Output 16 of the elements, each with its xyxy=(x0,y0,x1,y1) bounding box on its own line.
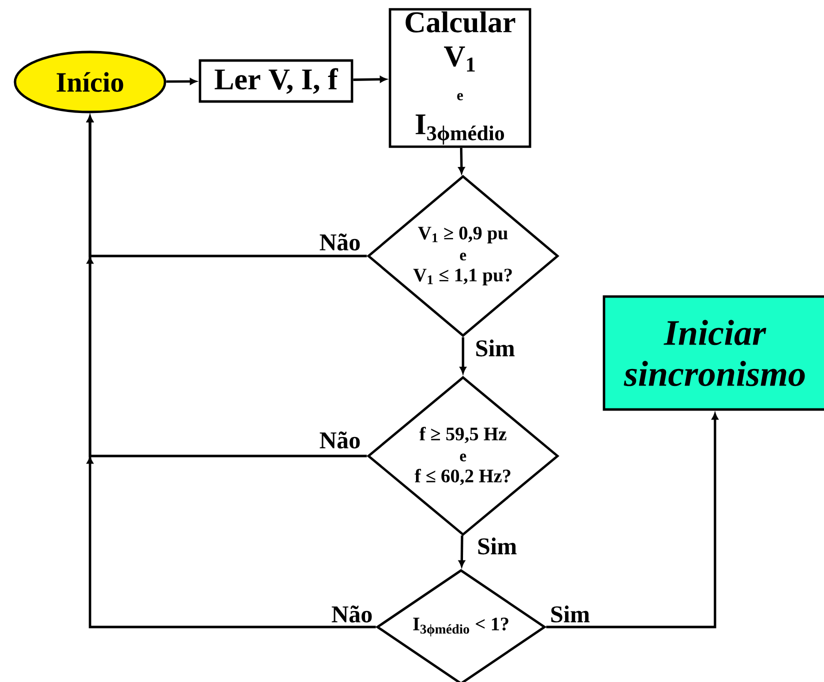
edge-label: Sim xyxy=(551,606,590,622)
process-box: Calcular V$_{1}$ e I$_{3ϕmédio}$ xyxy=(388,8,532,148)
arrow xyxy=(458,148,465,174)
edge-label: Não xyxy=(320,234,360,250)
edge-label: Não xyxy=(332,606,372,622)
arrow xyxy=(86,115,376,628)
arrow xyxy=(460,337,466,374)
edge-label: Sim xyxy=(478,538,517,554)
process-box: Iniciar sincronismo xyxy=(602,295,824,411)
process-box: Ler V, I, f xyxy=(198,59,354,103)
edge-label: Sim xyxy=(476,340,515,356)
arrow xyxy=(546,412,718,628)
edge-label: Não xyxy=(320,432,360,448)
arrow xyxy=(353,76,387,82)
arrow xyxy=(166,78,197,85)
arrow xyxy=(458,535,465,567)
